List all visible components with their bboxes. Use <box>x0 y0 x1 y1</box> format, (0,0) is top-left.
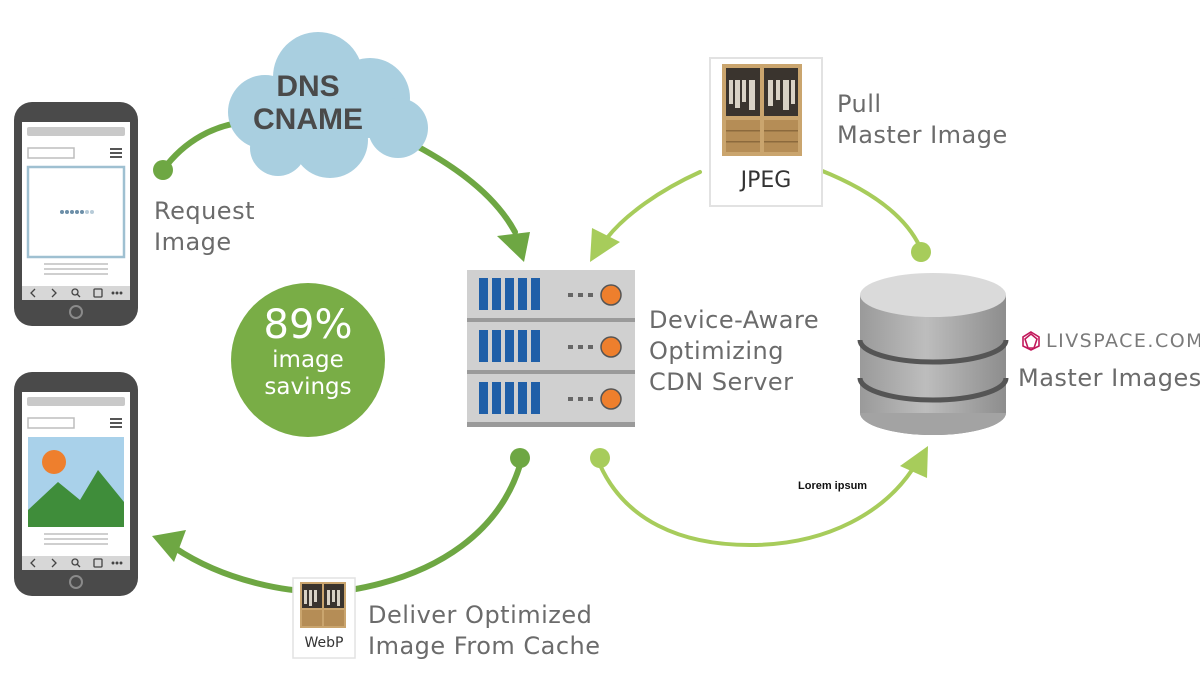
request-line-1: Request <box>154 197 255 225</box>
server-label: Device-Aware Optimizing CDN Server <box>649 305 819 398</box>
savings-line-2: savings <box>264 374 352 400</box>
jpeg-file-icon <box>709 57 823 207</box>
menu-icon <box>110 148 122 158</box>
pull-line-2: Master Image <box>837 121 1008 149</box>
cloud-to-server-arrow <box>402 137 530 262</box>
savings-line-1: image <box>272 347 344 373</box>
request-arc <box>153 119 248 180</box>
pull-line-1: Pull <box>837 90 882 118</box>
webp-file-icon <box>292 577 356 659</box>
server-line-1: Device-Aware <box>649 306 820 334</box>
landscape-image-icon <box>28 437 124 527</box>
master-images-database-icon <box>857 273 1009 435</box>
request-image-label: Request Image <box>154 196 255 258</box>
loading-dots-icon <box>60 210 94 214</box>
dns-cloud <box>228 32 428 178</box>
cname-label: CNAME <box>253 103 363 136</box>
deliver-line-1: Deliver Optimized <box>368 601 593 629</box>
master-images-text: Master Images <box>1018 364 1200 392</box>
savings-percent: 89% <box>263 302 353 348</box>
livspace-mark-icon <box>1022 331 1040 351</box>
livspace-logo: LIVSPACE.COM <box>1020 330 1200 352</box>
server-to-database-arrow <box>590 446 928 548</box>
phone-requesting <box>14 102 138 326</box>
jpeg-label: JPEG <box>740 168 792 193</box>
cdn-server-icon <box>467 270 635 427</box>
deliver-line-2: Image From Cache <box>368 632 601 660</box>
browser-nav-icons <box>30 558 123 568</box>
pull-to-server-arrow <box>590 170 702 262</box>
pull-master-image-label: Pull Master Image <box>837 89 1008 151</box>
browser-nav-icons <box>30 288 123 298</box>
livspace-wordmark: LIVSPACE.COM <box>1046 330 1200 352</box>
server-line-2: Optimizing <box>649 337 784 365</box>
arrowhead <box>497 232 530 262</box>
phone-delivered <box>14 372 138 596</box>
master-images-label: Master Images <box>1018 363 1200 394</box>
request-line-2: Image <box>154 228 232 256</box>
annotation-text: Lorem ipsum <box>798 480 868 492</box>
dns-cname-label: DNS CNAME <box>238 70 378 136</box>
menu-icon <box>110 418 122 428</box>
pull-from-database-arc <box>818 168 931 262</box>
savings-badge: 89% image savings <box>231 283 385 437</box>
dns-label: DNS <box>276 70 340 103</box>
webp-label: WebP <box>304 635 344 651</box>
deliver-label: Deliver Optimized Image From Cache <box>368 600 601 662</box>
deliver-arrow <box>152 448 530 595</box>
server-line-3: CDN Server <box>649 368 794 396</box>
